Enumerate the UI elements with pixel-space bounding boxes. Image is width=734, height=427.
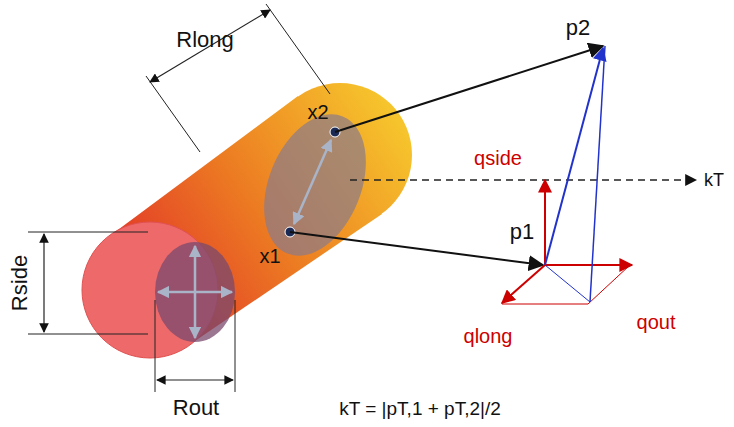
q-projection bbox=[590, 46, 605, 302]
axis-label: kT bbox=[704, 171, 724, 189]
dimension-arrow bbox=[43, 234, 44, 332]
out-arrow bbox=[158, 291, 232, 294]
source-section bbox=[155, 242, 235, 342]
dimension-label: Rout bbox=[173, 397, 219, 419]
component-label: qout bbox=[637, 312, 676, 332]
extension-line bbox=[266, 4, 330, 94]
momentum-arrow bbox=[290, 232, 543, 265]
source-section bbox=[245, 99, 386, 271]
extension-line bbox=[28, 334, 148, 335]
extension-line bbox=[235, 300, 236, 392]
kt-axis bbox=[350, 179, 696, 181]
momentum-arrow bbox=[335, 46, 603, 132]
point-label: x2 bbox=[307, 102, 328, 122]
dimension-label: Rside bbox=[9, 255, 31, 311]
dimension-label: Rlong bbox=[176, 29, 233, 51]
dimension-arrow bbox=[150, 10, 270, 82]
q-side-arrow bbox=[544, 180, 546, 265]
q-long-arrow bbox=[502, 265, 545, 303]
point-label: x1 bbox=[259, 246, 280, 266]
momentum-label: p2 bbox=[566, 17, 590, 39]
extension-line bbox=[146, 76, 200, 152]
extension-line bbox=[155, 300, 156, 392]
component-label: qside bbox=[474, 148, 522, 168]
projection-line bbox=[502, 265, 630, 304]
dimension-arrow bbox=[157, 379, 233, 380]
q-out-arrow bbox=[545, 264, 632, 266]
momentum-label: p1 bbox=[510, 221, 534, 243]
formula-label: kT = |pT,1 + pT,2|/2 bbox=[339, 399, 501, 418]
q-projection bbox=[545, 265, 590, 302]
separation-arrow bbox=[294, 140, 331, 224]
component-label: qlong bbox=[464, 326, 513, 346]
extension-line bbox=[28, 232, 148, 233]
